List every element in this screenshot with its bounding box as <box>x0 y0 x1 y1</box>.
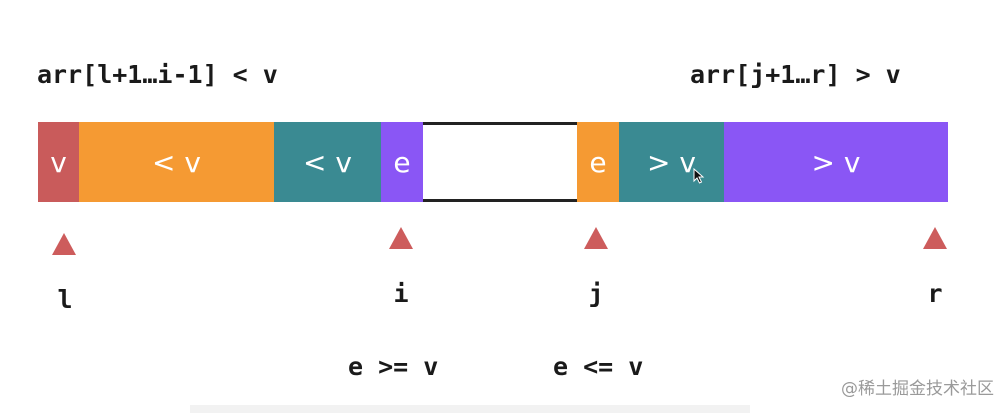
index-j-label: j <box>588 279 604 308</box>
index-l-label: l <box>57 285 73 314</box>
pointer-l-triangle-icon <box>52 233 76 255</box>
pointer-j-triangle-icon <box>584 227 608 249</box>
segment-e-left: e <box>381 122 423 202</box>
array-bar: v < v < v e e > v > v <box>38 122 948 202</box>
segment-unprocessed <box>423 122 577 202</box>
right-range-label: arr[j+1…r] > v <box>690 60 901 89</box>
condition-j-label: e <= v <box>553 352 644 381</box>
segment-pivot: v <box>38 122 79 202</box>
pointer-r-triangle-icon <box>923 227 947 249</box>
segment-greater-than-v-2: > v <box>724 122 948 202</box>
segment-greater-than-v-1: > v <box>619 122 724 202</box>
index-r-label: r <box>927 279 943 308</box>
cursor-arrow-icon <box>693 168 705 184</box>
segment-less-than-v-1: < v <box>79 122 274 202</box>
left-range-label: arr[l+1…i-1] < v <box>37 60 278 89</box>
watermark: @稀土掘金技术社区 <box>841 379 994 399</box>
pointer-i-triangle-icon <box>389 227 413 249</box>
footer-divider <box>190 405 750 413</box>
segment-e-right: e <box>577 122 619 202</box>
condition-i-label: e >= v <box>348 352 439 381</box>
segment-less-than-v-2: < v <box>274 122 381 202</box>
index-i-label: i <box>393 279 409 308</box>
